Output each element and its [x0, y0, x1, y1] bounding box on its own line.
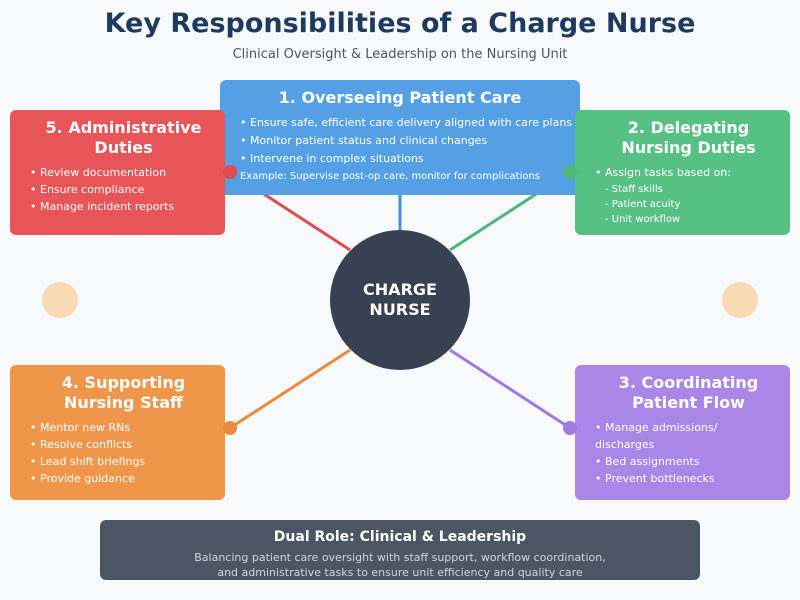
connector-dot-coordinating — [563, 421, 577, 435]
box-title-line: Patient Flow — [632, 393, 745, 412]
connector-dot-administrative — [223, 165, 237, 179]
box-supporting-nursing-staff: 4. Supporting Nursing Staff Mentor new R… — [10, 365, 225, 500]
footer-text: Balancing patient care oversight with st… — [100, 550, 700, 580]
box-title: 3. Coordinating Patient Flow — [595, 373, 782, 413]
connector-supporting — [229, 348, 351, 430]
box-overseeing-patient-care: 1. Overseeing Patient Care Ensure safe, … — [220, 80, 580, 195]
box-list: Review documentation Ensure compliance M… — [30, 164, 217, 215]
box-title-line: Duties — [94, 138, 153, 157]
box-title-line: 3. Coordinating — [618, 373, 759, 392]
list-item: Mentor new RNs — [30, 419, 217, 436]
box-list: Ensure safe, efficient care delivery ali… — [240, 114, 580, 168]
list-item: Assign tasks based on: — [595, 164, 782, 181]
connector-dot-delegating — [563, 165, 577, 179]
box-delegating-nursing-duties: 2. Delegating Nursing Duties Assign task… — [575, 110, 790, 235]
list-item: Ensure safe, efficient care delivery ali… — [240, 114, 580, 132]
decorative-circle-left — [42, 282, 78, 318]
list-item: Lead shift briefings — [30, 453, 217, 470]
box-title-line: Nursing Staff — [63, 393, 184, 412]
list-item: Prevent bottlenecks — [595, 470, 782, 487]
box-title-line: 5. Administrative — [45, 118, 202, 137]
center-label-line: CHARGE — [363, 280, 437, 299]
sub-list-item: Patient acuity — [605, 197, 782, 212]
footer-text-line: and administrative tasks to ensure unit … — [217, 566, 583, 579]
list-item: Monitor patient status and clinical chan… — [240, 132, 580, 150]
box-coordinating-patient-flow: 3. Coordinating Patient Flow Manage admi… — [575, 365, 790, 500]
sub-list-item: Staff skills — [605, 182, 782, 197]
list-item: Resolve conflicts — [30, 436, 217, 453]
list-item-text-continued: discharges — [595, 438, 655, 451]
center-node-charge-nurse: CHARGE NURSE — [330, 230, 470, 370]
connector-dot-supporting — [223, 421, 237, 435]
box-title: 2. Delegating Nursing Duties — [595, 118, 782, 158]
footer-title: Dual Role: Clinical & Leadership — [273, 529, 527, 545]
box-sub-list: Staff skills Patient acuity Unit workflo… — [605, 182, 782, 227]
connector-coordinating — [449, 348, 571, 430]
list-item: Ensure compliance — [30, 181, 217, 198]
box-title: 4. Supporting Nursing Staff — [30, 373, 217, 413]
list-item-text: Manage admissions/ — [605, 421, 718, 434]
box-title-line: Nursing Duties — [621, 138, 756, 157]
decorative-circle-right — [722, 282, 758, 318]
box-example: Example: Supervise post-op care, monitor… — [240, 171, 541, 182]
center-label: CHARGE NURSE — [355, 280, 445, 320]
page-subtitle: Clinical Oversight & Leadership on the N… — [232, 47, 568, 62]
list-item: Bed assignments — [595, 453, 782, 470]
box-administrative-duties: 5. Administrative Duties Review document… — [10, 110, 225, 235]
box-list: Mentor new RNs Resolve conflicts Lead sh… — [30, 419, 217, 487]
box-title: 1. Overseeing Patient Care — [278, 88, 522, 107]
footer-text-line: Balancing patient care oversight with st… — [194, 551, 606, 564]
footer-banner: Dual Role: Clinical & Leadership Balanci… — [100, 520, 700, 580]
box-title-line: 4. Supporting — [61, 373, 186, 392]
box-list: Manage admissions/discharges Bed assignm… — [595, 419, 782, 487]
page-title: Key Responsibilities of a Charge Nurse — [104, 8, 696, 39]
list-item: Intervene in complex situations — [240, 150, 580, 168]
list-item: Manage admissions/discharges — [595, 419, 782, 453]
center-label-line: NURSE — [369, 300, 431, 319]
list-item: Provide guidance — [30, 470, 217, 487]
sub-list-item: Unit workflow — [605, 212, 782, 227]
list-item: Manage incident reports — [30, 198, 217, 215]
list-item: Review documentation — [30, 164, 217, 181]
box-title: 5. Administrative Duties — [30, 118, 217, 158]
box-list: Assign tasks based on: — [595, 164, 782, 181]
box-title-line: 2. Delegating — [627, 118, 750, 137]
